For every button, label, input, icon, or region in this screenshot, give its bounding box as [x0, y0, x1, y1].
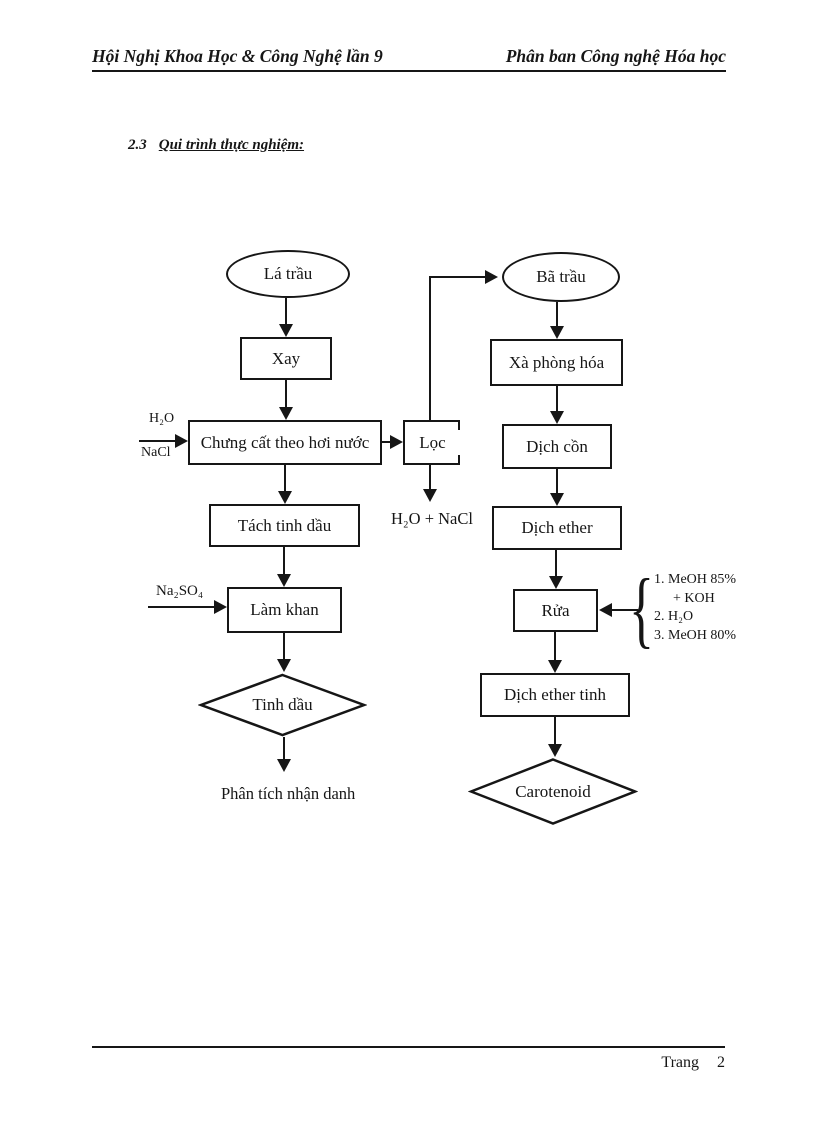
node-chung-cat-label: Chưng cất theo hơi nước — [200, 432, 370, 452]
arrowhead-na2so4-lamkhan — [214, 600, 227, 614]
node-dich-ether-label: Dịch ether — [521, 518, 593, 537]
node-dich-ether: Dịch ether — [492, 506, 622, 550]
arrowhead-chungcat-tach — [278, 491, 292, 504]
connector-latrau-xay — [285, 298, 287, 324]
tinh-dau-diamond-shape — [198, 673, 367, 737]
node-loc-label: Lọc — [419, 432, 446, 452]
loc-right-border-top-stub — [458, 422, 460, 430]
reagent-item-3: 3. MeOH 80% — [654, 627, 737, 643]
node-xa-phong-hoa-label: Xà phòng hóa — [508, 352, 605, 372]
label-phan-tich: Phân tích nhận danh — [221, 784, 356, 803]
node-tach-tinh-dau: Tách tinh dầu — [209, 504, 360, 547]
label-h2o: H₂O — [149, 411, 175, 426]
footer-rule — [92, 1046, 725, 1048]
connector-loc-up — [429, 276, 431, 420]
connector-xay-chungcat — [285, 380, 287, 407]
reagent-item-2: 2. H₂O — [654, 609, 694, 624]
connector-dichether-rua — [555, 550, 557, 576]
connector-chungcat-tach — [284, 465, 286, 491]
node-tach-tinh-dau-label: Tách tinh dầu — [237, 515, 332, 535]
connector-loc-waste — [429, 465, 431, 489]
connector-chungcat-loc — [382, 441, 390, 443]
connector-loc-batrau — [429, 276, 485, 278]
node-carotenoid-label: Carotenoid — [515, 781, 591, 801]
arrowhead-dichether-rua — [549, 576, 563, 589]
section-title: Qui trình thực nghiệm: — [158, 137, 305, 153]
arrowhead-lamkhan-tinhdau — [277, 659, 291, 672]
connector-xaphong-dichcon — [556, 386, 558, 411]
node-lam-khan-label: Làm khan — [250, 600, 319, 619]
node-tinh-dau: Tinh dầu — [198, 673, 367, 737]
section-heading: 2.3 Qui trình thực nghiệm: — [128, 137, 304, 154]
arrowhead-tach-lamkhan — [277, 574, 291, 587]
arrowhead-rua-dichethertinh — [548, 660, 562, 673]
node-dich-con-label: Dịch cồn — [526, 436, 588, 456]
footer-label: Trang — [661, 1054, 699, 1071]
arrowhead-batrau-xaphong — [550, 326, 564, 339]
node-dich-ether-tinh-label: Dịch ether tinh — [504, 685, 606, 704]
node-chung-cat: Chưng cất theo hơi nước — [188, 420, 382, 465]
connector-reagents-rua — [612, 609, 638, 611]
arrowhead-dichethertinh-carotenoid — [548, 744, 562, 757]
node-xay-label: Xay — [271, 348, 301, 368]
node-dich-ether-tinh: Dịch ether tinh — [480, 673, 630, 717]
label-h2o-nacl: H₂O + NaCl — [391, 509, 473, 528]
node-ba-trau: Bã trầu — [502, 252, 620, 302]
loc-right-border-bottom-stub — [458, 455, 460, 463]
arrowhead-latrau-xay — [279, 324, 293, 337]
page-header: Hội Nghị Khoa Học & Công Nghệ lần 9 Phân… — [92, 46, 726, 67]
arrowhead-xay-chungcat — [279, 407, 293, 420]
arrowhead-loc-batrau — [485, 270, 498, 284]
header-rule — [92, 70, 726, 72]
connector-dichethertinh-carotenoid — [554, 717, 556, 744]
reagent-item-1: 1. MeOH 85% — [654, 572, 737, 587]
node-rua-label: Rửa — [541, 600, 570, 620]
node-xay: Xay — [240, 337, 332, 380]
node-lam-khan: Làm khan — [227, 587, 342, 633]
connector-batrau-xaphong — [556, 302, 558, 326]
node-dich-con: Dịch cồn — [502, 424, 612, 469]
label-nacl: NaCl — [141, 445, 171, 460]
connector-dichcon-dichether — [556, 469, 558, 493]
page-footer: Trang 2 — [92, 1054, 725, 1072]
connector-na2so4-lamkhan — [148, 606, 214, 608]
node-tinh-dau-label: Tinh dầu — [252, 695, 313, 714]
connector-tinhdau-phantich — [283, 737, 285, 759]
connector-lamkhan-tinhdau — [283, 633, 285, 659]
connector-tach-lamkhan — [283, 547, 285, 574]
connector-rua-dichethertinh — [554, 632, 556, 660]
arrowhead-dichcon-dichether — [550, 493, 564, 506]
arrowhead-reagents-rua — [599, 603, 612, 617]
label-na2so4: Na₂SO₄ — [156, 583, 204, 599]
page-number: 2 — [717, 1054, 725, 1071]
arrowhead-xaphong-dichcon — [550, 411, 564, 424]
node-xa-phong-hoa: Xà phòng hóa — [490, 339, 623, 386]
curly-brace-icon: { — [629, 561, 655, 657]
carotenoid-diamond-shape — [468, 758, 638, 825]
arrowhead-tinhdau-phantich — [277, 759, 291, 772]
header-left-text: Hội Nghị Khoa Học & Công Nghệ lần 9 — [92, 46, 383, 66]
node-ba-trau-label: Bã trầu — [536, 267, 586, 286]
node-la-trau-label: Lá trầu — [263, 264, 313, 283]
arrowhead-chungcat-loc — [390, 435, 403, 449]
reagent-item-1b: + KOH — [673, 590, 715, 606]
arrowhead-h2o-chungcat — [175, 434, 188, 448]
section-number: 2.3 — [128, 137, 147, 153]
node-carotenoid: Carotenoid — [468, 757, 638, 826]
node-loc: Lọc — [403, 420, 460, 465]
connector-h2o-chungcat — [139, 440, 175, 442]
header-right-text: Phân ban Công nghệ Hóa học — [505, 46, 726, 66]
reagent-list: 1. MeOH 85% + KOH 2. H₂O 3. MeOH 80% — [654, 571, 736, 645]
node-rua: Rửa — [513, 589, 598, 632]
arrowhead-loc-waste — [423, 489, 437, 502]
node-la-trau: Lá trầu — [226, 250, 350, 298]
